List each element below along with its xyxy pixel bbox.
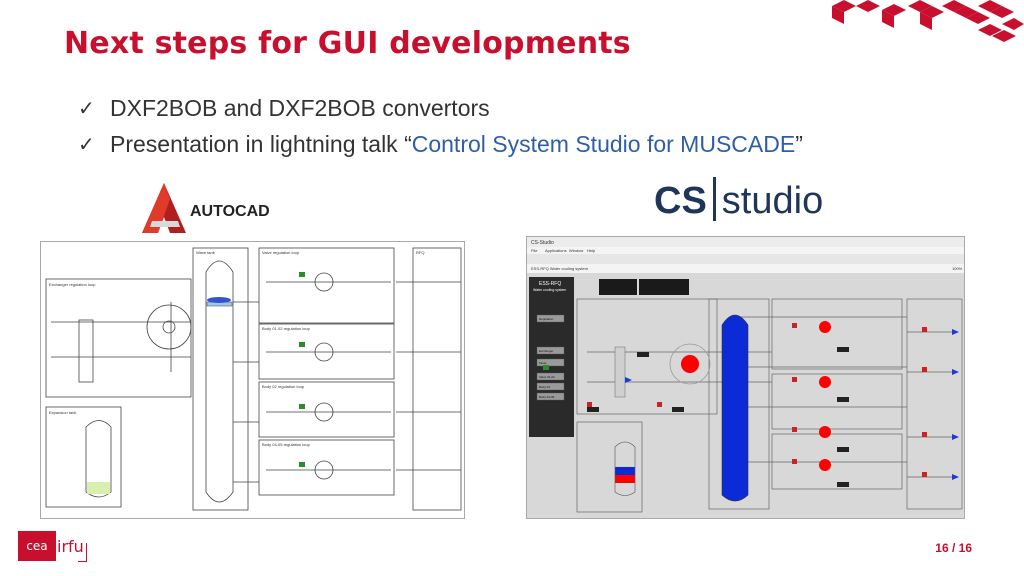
label-valve-loop: Valve regulation loop [262, 250, 300, 255]
cs-studio-window: CS-Studio File Applications Window Help … [527, 237, 964, 513]
irfu-logo: irfu [57, 537, 84, 556]
label-rfq: RFQ [416, 250, 424, 255]
label-expansion-tank: Expansion tank [49, 410, 76, 415]
synoptic-drawing: Exchanger regulation loop Expansion tank… [45, 247, 462, 511]
label-wave-tank: Wave tank [196, 250, 215, 255]
side-subtitle: Water cooling system [533, 288, 566, 292]
irfu-corner-mark [78, 543, 87, 562]
side-button-valve[interactable]: Valve 01-02 [539, 375, 555, 379]
logo-divider [712, 177, 716, 221]
side-button-mode[interactable]: Mode [539, 361, 547, 365]
bullet-list: ✓ DXF2BOB and DXF2BOB convertors ✓ Prese… [78, 90, 803, 162]
studio-label: studio [721, 180, 824, 222]
cs-studio-screenshot: CS-Studio File Applications Window Help … [526, 236, 965, 519]
label-body-02: Body 02 regulation loop [262, 384, 305, 389]
talk-link[interactable]: Control System Studio for MUSCADE [411, 130, 796, 157]
side-button-body0405[interactable]: Body 04-05 [539, 395, 555, 399]
slide-title: Next steps for GUI developments [64, 26, 631, 61]
cs-label: CS [654, 180, 707, 222]
bullet-text-suffix: ” [795, 130, 803, 157]
label-body-01-02: Body 01-02 regulation loop [262, 326, 311, 331]
label-body-04-05: Body 04-05 regulation loop [262, 442, 311, 447]
side-button-exchanger[interactable]: Exchanger [539, 349, 553, 353]
check-icon: ✓ [78, 133, 95, 156]
bullet-text-prefix: Presentation in lightning talk “ [110, 130, 412, 157]
zoom-level[interactable]: 100% [952, 266, 963, 271]
side-button-body03[interactable]: Body 03 [539, 385, 550, 389]
label-exchanger: Exchanger regulation loop [49, 282, 96, 287]
page-number: 16 / 16 [935, 541, 972, 555]
cea-mark: cea [18, 531, 56, 561]
window-title: CS-Studio [531, 240, 554, 246]
autocad-label: AUTOCAD [190, 203, 270, 220]
menu-file[interactable]: File [531, 248, 538, 253]
check-icon: ✓ [78, 97, 95, 120]
tab-label[interactable]: ESS-RFQ Water cooling system [531, 266, 589, 271]
bullet-item: ✓ DXF2BOB and DXF2BOB convertors [78, 90, 803, 126]
autocad-logo [142, 183, 186, 233]
cs-studio-logo: CS studio [654, 177, 823, 223]
menu-window[interactable]: Window [569, 248, 583, 253]
cea-logo: cea [18, 531, 56, 561]
menu-help[interactable]: Help [587, 248, 596, 253]
side-button-regulation[interactable]: Regulation [539, 317, 554, 321]
bullet-text: DXF2BOB and DXF2BOB convertors [110, 94, 490, 121]
menu-applications[interactable]: Applications [545, 248, 567, 253]
autocad-synoptic-screenshot: Exchanger regulation loop Expansion tank… [40, 241, 465, 519]
decorative-cube-pattern [832, 0, 1024, 42]
bullet-item: ✓ Presentation in lightning talk “ Contr… [78, 126, 803, 162]
side-title: ESS-RFQ [539, 281, 561, 287]
